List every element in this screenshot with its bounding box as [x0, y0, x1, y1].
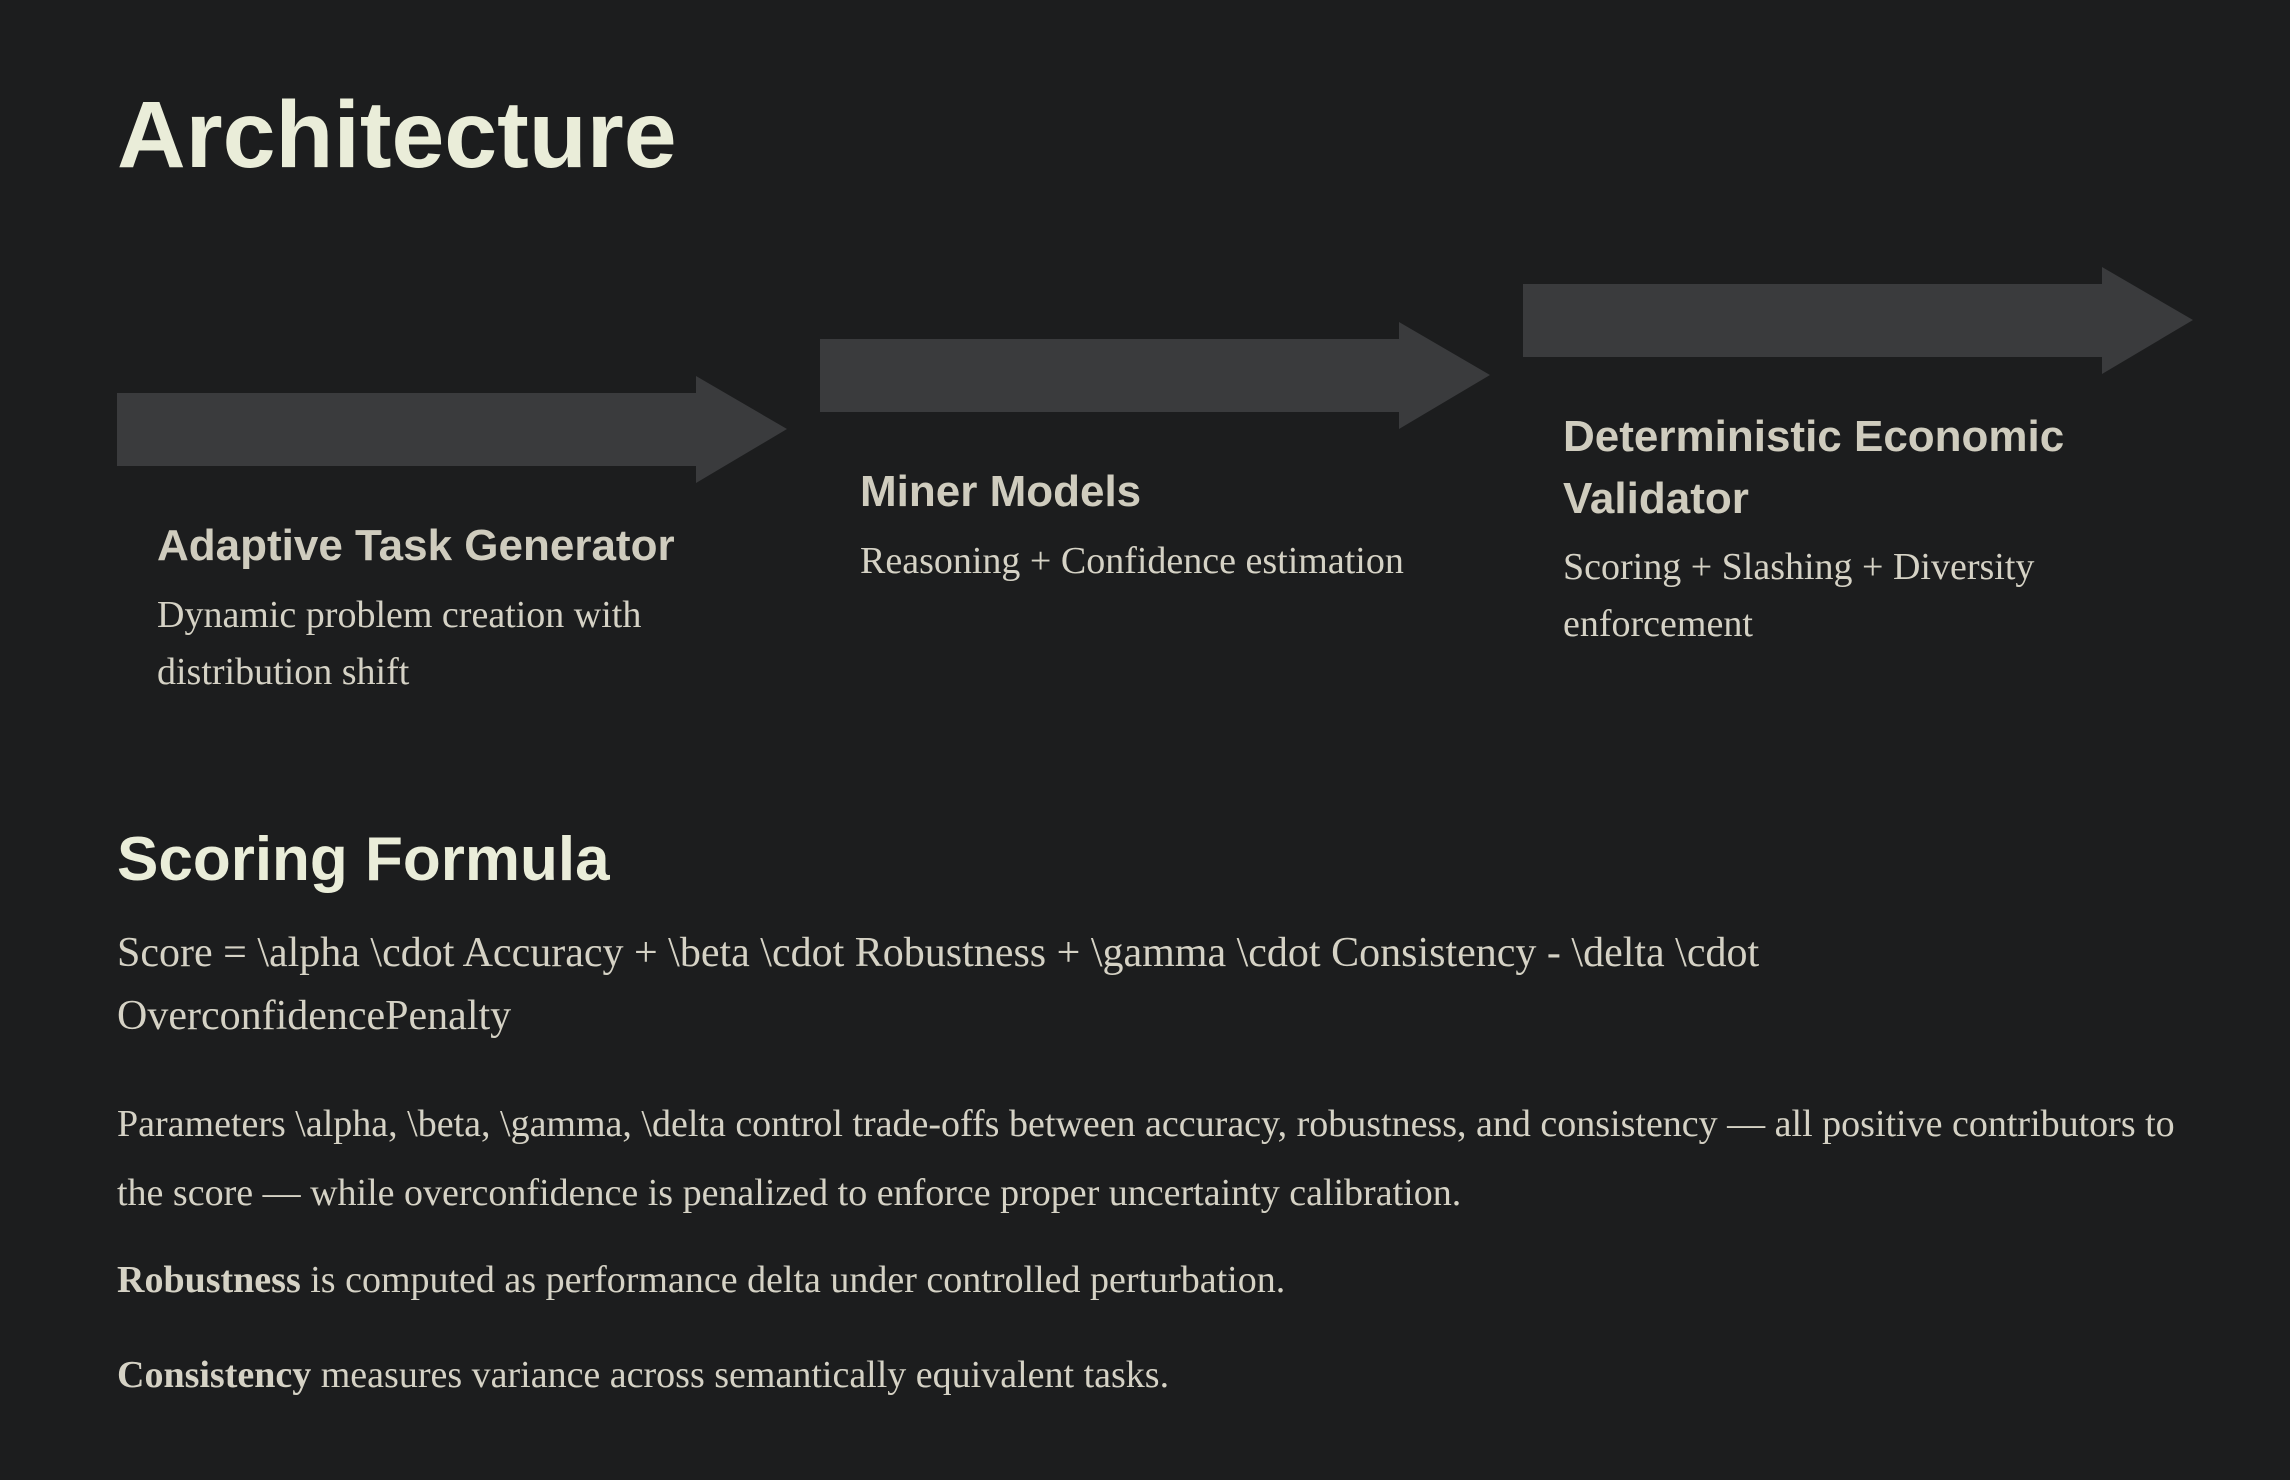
scoring-formula-heading: Scoring Formula [117, 824, 610, 894]
robustness-term: Robustness [117, 1259, 301, 1302]
consistency-note: Consistency measures variance across sem… [117, 1341, 2177, 1410]
flow-arrow-right-icon [117, 376, 787, 483]
flow-arrow-right-icon [1523, 267, 2193, 374]
scoring-formula-section: Scoring Formula Score = \alpha \cdot Acc… [117, 823, 2177, 1411]
pipeline-step-adaptive-task-generator: Adaptive Task Generator Dynamic problem … [117, 376, 787, 701]
step-description: Reasoning + Confidence estimation [860, 539, 1404, 582]
robustness-definition: is computed as performance delta under c… [310, 1259, 1286, 1302]
consistency-definition: measures variance across semantically eq… [320, 1354, 1170, 1397]
flow-arrow-right-icon [820, 322, 1490, 429]
robustness-note: Robustness is computed as performance de… [117, 1246, 2177, 1315]
step-title: Adaptive Task Generator [157, 521, 675, 570]
step-title: Miner Models [860, 467, 1142, 516]
pipeline-diagram: Adaptive Task Generator Dynamic problem … [117, 267, 2193, 701]
pipeline-step-miner-models: Miner Models Reasoning + Confidence esti… [820, 322, 1490, 590]
page-title: Architecture [117, 82, 677, 188]
pipeline-step-deterministic-economic-validator: Deterministic Economic Validator Scoring… [1523, 267, 2193, 653]
step-description: Dynamic problem creation with distributi… [157, 593, 642, 693]
formula-text: Score = \alpha \cdot Accuracy + \beta \c… [117, 929, 1760, 1039]
step-description: Scoring + Slashing + Diversity enforceme… [1563, 546, 2035, 646]
parameters-note: Parameters \alpha, \beta, \gamma, \delta… [117, 1102, 2175, 1215]
step-title: Deterministic Economic Validator [1563, 412, 2065, 523]
consistency-term: Consistency [117, 1354, 312, 1397]
